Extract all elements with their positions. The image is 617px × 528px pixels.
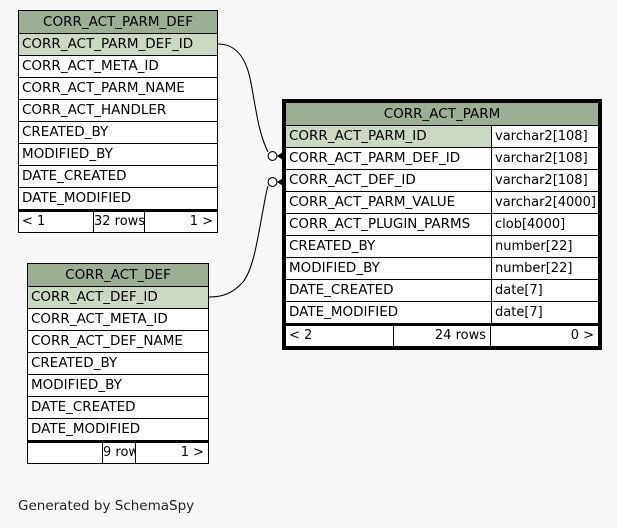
column-type: clob[4000] [491,214,598,235]
table-row[interactable]: DATE_MODIFIED [19,188,217,210]
column-type: varchar2[108] [491,148,598,169]
row-count-label: 9 rows [102,443,136,463]
column-type: number[22] [491,236,598,257]
table-row[interactable]: DATE_MODIFIED [28,419,208,441]
table-row[interactable]: CORR_ACT_PARM_VALUE varchar2[4000] [286,192,598,214]
column-name: CORR_ACT_PARM_NAME [22,80,185,96]
column-name: CREATED_BY [31,355,118,371]
column-name: DATE_CREATED [31,399,136,415]
table-row[interactable]: MODIFIED_BY number[22] [286,258,598,280]
table-row[interactable]: CREATED_BY [19,122,217,144]
column-name: DATE_CREATED [22,168,127,184]
table-footer: 9 rows 1 > [28,441,208,463]
column-name: CREATED_BY [22,124,109,140]
table-title: CORR_ACT_DEF [28,264,208,287]
column-name: DATE_MODIFIED [22,190,132,206]
table-footer: < 1 32 rows 1 > [19,210,217,232]
column-name: CORR_ACT_META_ID [31,311,168,327]
column-name: CORR_ACT_PLUGIN_PARMS [289,216,471,232]
column-type: varchar2[108] [491,126,598,147]
table-footer: < 2 24 rows 0 > [286,324,598,346]
prev-page-button[interactable] [28,443,102,463]
table-row[interactable]: CORR_ACT_DEF_ID varchar2[108] [286,170,598,192]
table-corr-act-parm-def[interactable]: CORR_ACT_PARM_DEF CORR_ACT_PARM_DEF_ID C… [18,10,218,233]
table-row[interactable]: CORR_ACT_PARM_NAME [19,78,217,100]
row-count-label: 24 rows [393,326,491,346]
row-count-label: 32 rows [93,212,145,232]
column-name: CORR_ACT_PARM_DEF_ID [289,150,461,166]
table-row[interactable]: CORR_ACT_META_ID [28,309,208,331]
table-corr-act-parm[interactable]: CORR_ACT_PARM CORR_ACT_PARM_ID varchar2[… [282,99,602,350]
column-name: MODIFIED_BY [289,260,380,276]
table-row[interactable]: MODIFIED_BY [28,375,208,397]
column-name: DATE_CREATED [289,282,394,298]
table-row[interactable]: CORR_ACT_DEF_NAME [28,331,208,353]
table-row[interactable]: CORR_ACT_PARM_ID varchar2[108] [286,126,598,148]
column-type: number[22] [491,258,598,279]
table-title: CORR_ACT_PARM [286,103,598,126]
column-type: date[7] [491,280,598,301]
table-row[interactable]: CORR_ACT_PARM_DEF_ID varchar2[108] [286,148,598,170]
column-name: CREATED_BY [289,238,376,254]
table-row[interactable]: CORR_ACT_META_ID [19,56,217,78]
column-name: MODIFIED_BY [31,377,122,393]
table-row[interactable]: MODIFIED_BY [19,144,217,166]
column-name: MODIFIED_BY [22,146,113,162]
table-row[interactable]: DATE_MODIFIED date[7] [286,302,598,324]
table-row[interactable]: CREATED_BY number[22] [286,236,598,258]
column-name: CORR_ACT_PARM_VALUE [289,194,456,210]
generated-by-label: Generated by SchemaSpy [18,498,195,514]
next-page-button[interactable]: 0 > [570,328,594,343]
next-page-button[interactable]: 1 > [180,445,204,460]
table-row[interactable]: CORR_ACT_PARM_DEF_ID [19,34,217,56]
prev-page-button[interactable]: < 2 [289,328,313,343]
column-name: CORR_ACT_DEF_ID [31,289,158,305]
table-corr-act-def[interactable]: CORR_ACT_DEF CORR_ACT_DEF_ID CORR_ACT_ME… [27,263,209,464]
edge-endpoint-circle [267,177,278,187]
column-name: DATE_MODIFIED [289,304,399,320]
column-name: CORR_ACT_PARM_ID [289,128,427,144]
column-type: date[7] [491,302,598,323]
prev-page-button[interactable]: < 1 [22,214,46,229]
column-name: CORR_ACT_DEF_NAME [31,333,183,349]
table-title: CORR_ACT_PARM_DEF [19,11,217,34]
table-row[interactable]: CORR_ACT_DEF_ID [28,287,208,309]
column-name: DATE_MODIFIED [31,421,141,437]
column-name: CORR_ACT_META_ID [22,58,159,74]
table-row[interactable]: DATE_CREATED [19,166,217,188]
column-type: varchar2[4000] [491,192,598,213]
column-name: CORR_ACT_DEF_ID [289,172,416,188]
table-row[interactable]: CREATED_BY [28,353,208,375]
edge-endpoint-circle [267,151,278,161]
table-row[interactable]: DATE_CREATED [28,397,208,419]
column-name: CORR_ACT_PARM_DEF_ID [22,36,194,52]
relationship-edge-parm-def-to-parm [217,43,283,161]
table-row[interactable]: DATE_CREATED date[7] [286,280,598,302]
relationship-edge-act-def-to-parm [208,177,283,298]
table-row[interactable]: CORR_ACT_HANDLER [19,100,217,122]
column-type: varchar2[108] [491,170,598,191]
next-page-button[interactable]: 1 > [189,214,213,229]
table-row[interactable]: CORR_ACT_PLUGIN_PARMS clob[4000] [286,214,598,236]
column-name: CORR_ACT_HANDLER [22,102,167,118]
